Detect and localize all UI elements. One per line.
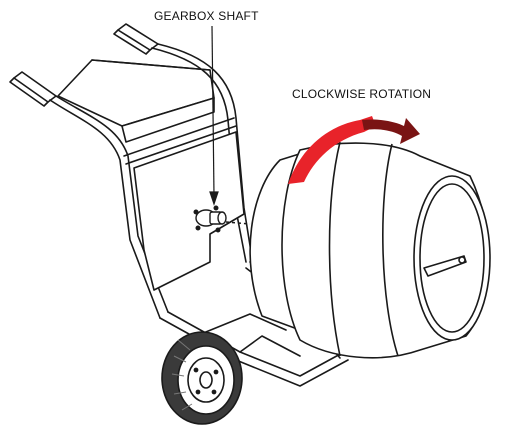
rotation-arrow-light	[288, 116, 376, 184]
wheel	[161, 331, 243, 425]
gearbox-shaft	[193, 205, 251, 233]
gearbox-shaft-label: GEARBOX SHAFT	[154, 9, 259, 23]
left-handle-grip	[13, 71, 57, 103]
right-handle-grip	[117, 23, 159, 51]
mixer-drum	[249, 141, 491, 359]
rotation-arrow-dark	[362, 118, 420, 144]
clockwise-rotation-label: CLOCKWISE ROTATION	[292, 87, 431, 101]
pointer-arrow	[209, 25, 219, 206]
curved-rotation-arrow	[288, 116, 420, 184]
back-plate	[133, 131, 245, 291]
